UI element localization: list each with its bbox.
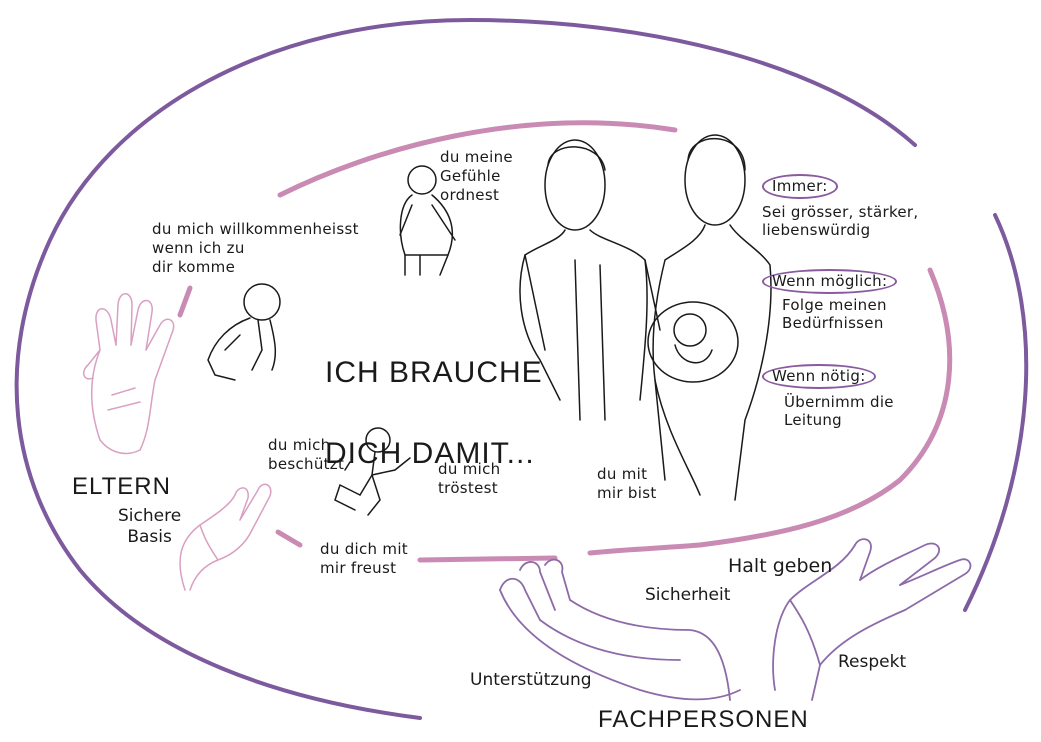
standing-child-icon [399, 165, 456, 276]
inner-ring-right-arc [697, 267, 953, 548]
parent-with-baby-figure-icon [647, 134, 772, 501]
need-order-feelings: du meine Gefühle ordnest [440, 148, 513, 204]
eltern-title: ELTERN [72, 473, 171, 500]
inner-ring-bottom-arc [587, 542, 703, 556]
rule-always-text: Sei grösser, stärker, liebenswürdig [762, 202, 919, 240]
rule-always: Immer: Sei grösser, stärker, liebenswürd… [762, 155, 918, 259]
inner-ring-bottom-dash-b [417, 555, 558, 563]
inner-ring-left-dash [177, 285, 193, 318]
central-statement-line-2: DICH DAMIT... [325, 436, 535, 470]
rule-if-possible-text: Folge meinen Bedürfnissen [782, 295, 887, 333]
rule-if-possible-label: Wenn möglich: [762, 268, 898, 294]
inner-ring-top-arc [277, 120, 678, 198]
falling-child-icon [334, 427, 411, 516]
fachpersonen-hold: Halt geben [728, 555, 833, 577]
eltern-subtitle: Sichere Basis [118, 506, 182, 548]
fachpersonen-respect: Respekt [838, 652, 907, 672]
outer-ring-arc [14, 17, 917, 720]
fachpersonen-safety: Sicherheit [645, 585, 731, 605]
eltern-cupped-hand-icon [179, 483, 272, 591]
inner-ring-bottom-dash-a [275, 529, 303, 548]
need-protect: du mich beschützt [268, 436, 345, 473]
rule-if-necessary: Wenn nötig: Übernimm die Leitung [762, 345, 894, 449]
fachpersonen-support: Unterstützung [470, 670, 592, 690]
outer-ring-right-arc [963, 213, 1029, 612]
crawling-baby-icon [207, 283, 281, 381]
eltern-open-hand-icon [82, 293, 175, 455]
fachpersonen-title: FACHPERSONEN [598, 706, 809, 733]
need-comfort: du mich tröstest [438, 460, 501, 497]
central-statement: ICH BRAUCHE DICH DAMIT... [325, 312, 543, 474]
fachpersonen-right-hand-icon [772, 538, 972, 701]
need-welcome: du mich willkommenheisst wenn ich zu dir… [152, 220, 359, 276]
rule-if-necessary-text: Übernimm die Leitung [784, 392, 894, 430]
rule-always-label: Immer: [762, 173, 838, 199]
rule-if-possible: Wenn möglich: Folge meinen Bedürfnissen [762, 250, 898, 352]
fachpersonen-left-hand-icon [499, 558, 741, 701]
need-be-with: du mit mir bist [597, 465, 657, 502]
central-statement-line-1: ICH BRAUCHE [325, 355, 543, 389]
rule-if-necessary-label: Wenn nötig: [762, 363, 876, 389]
need-share-joy: du dich mit mir freust [320, 540, 408, 577]
